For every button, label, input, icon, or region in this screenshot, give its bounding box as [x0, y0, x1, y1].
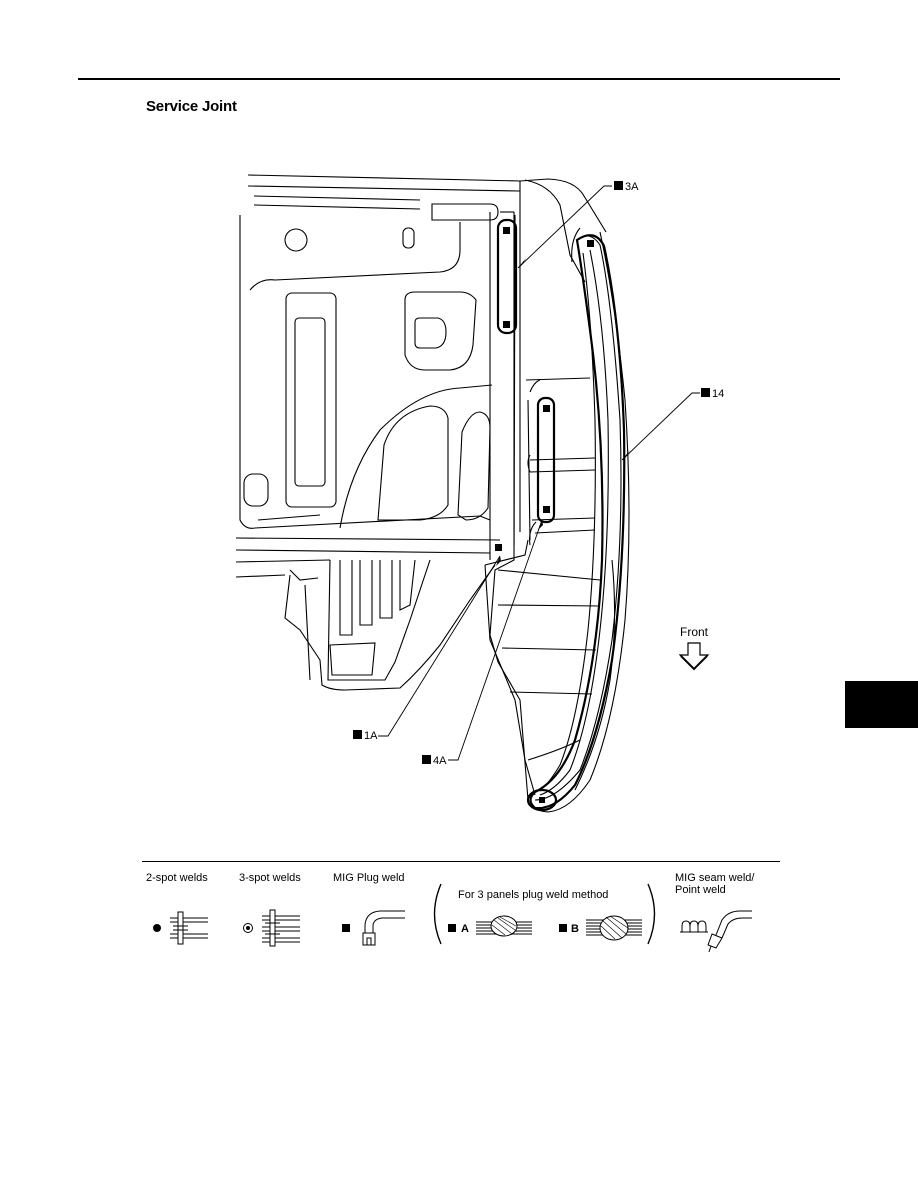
mig-plug-torch-icon [362, 910, 405, 946]
plug-weld-marker [539, 797, 545, 803]
spot-weld-dot-icon [153, 924, 161, 932]
callout-1a: 1A [353, 730, 378, 742]
weld-markers [495, 227, 594, 803]
plug-weld-square-icon [342, 924, 350, 932]
front-direction-indicator: Front [678, 625, 710, 671]
legend-rule [142, 861, 780, 862]
callout-4a: 4A [422, 755, 447, 767]
three-spot-weld-icon [262, 909, 300, 947]
section-title: Service Joint [146, 98, 237, 115]
callout-label: 3A [625, 181, 639, 193]
legend-point-weld-label: Point weld [675, 884, 726, 896]
callout-3a: 3A [614, 181, 639, 193]
callout-14: 14 [701, 388, 724, 400]
plug-weld-marker [503, 227, 510, 234]
three-spot-weld-symbol-icon [243, 923, 253, 933]
plug-weld-square-icon [448, 924, 456, 932]
plug-weld-symbol [614, 181, 623, 190]
bracket-left [433, 883, 442, 945]
plug-weld-symbol [701, 388, 710, 397]
plug-weld-symbol [353, 730, 362, 739]
section-tab [845, 681, 918, 728]
bracket-right [647, 883, 656, 945]
plug-weld-marker [587, 240, 594, 247]
leader-arrowheads [496, 258, 630, 566]
legend-mig-plug-label: MIG Plug weld [333, 872, 405, 884]
callout-label: 14 [712, 388, 724, 400]
down-arrow-chevron-icon [680, 655, 708, 671]
seam-weld-symbol-icon [680, 920, 708, 933]
legend-mig-seam-label: MIG seam weld/ [675, 872, 755, 884]
callout-label: 4A [433, 755, 447, 767]
plug-weld-marker [543, 506, 550, 513]
legend-three-panel-label: For 3 panels plug weld method [458, 889, 609, 901]
leader-lines [378, 185, 700, 761]
three-panel-weld-b-icon [586, 915, 642, 941]
service-joint-outlines [496, 218, 626, 812]
header-rule [78, 78, 840, 80]
callout-label: 1A [364, 730, 378, 742]
legend-2-spot-label: 2-spot welds [146, 872, 208, 884]
legend-3-spot-label: 3-spot welds [239, 872, 301, 884]
panel-outline [235, 174, 630, 813]
plug-weld-marker [543, 405, 550, 412]
front-label: Front [680, 625, 709, 639]
three-panel-weld-a-icon [476, 915, 532, 937]
plug-weld-marker [495, 544, 502, 551]
legend-method-b-label: B [571, 923, 579, 935]
plug-weld-marker [503, 321, 510, 328]
plug-weld-symbol [422, 755, 431, 764]
plug-weld-square-icon [559, 924, 567, 932]
mig-seam-torch-icon [707, 910, 752, 953]
legend-method-a-label: A [461, 923, 469, 935]
two-spot-weld-icon [170, 911, 208, 945]
